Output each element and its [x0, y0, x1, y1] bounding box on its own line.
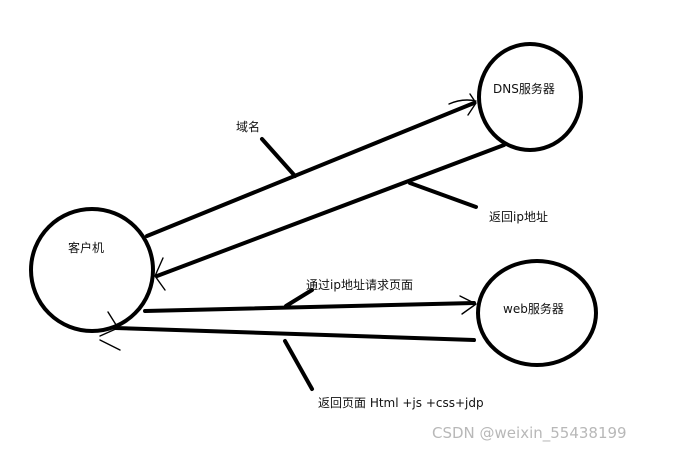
return-page-label-leader [283, 339, 314, 391]
web-server-node [476, 259, 598, 367]
return-ip-label-leader [408, 181, 478, 209]
dns-server-node [477, 42, 583, 152]
return-ip-label: 返回ip地址 [489, 210, 548, 224]
request-page-arrowhead [459, 295, 477, 315]
return-ip-line [155, 143, 506, 278]
return-page-arrowhead [99, 311, 121, 351]
return-page-label: 返回页面 Html +js +css+jdp [318, 396, 484, 410]
dns-server-label: DNS服务器 [493, 81, 555, 96]
domain-query-arrowhead [448, 93, 477, 116]
return-ip-arrowhead [154, 257, 166, 291]
request-page-label: 通过ip地址请求页面 [306, 278, 413, 292]
request-page-label-leader [284, 288, 314, 308]
domain-label: 域名 [236, 119, 260, 134]
return-page-line [113, 326, 476, 342]
watermark: CSDN @weixin_55438199 [432, 424, 627, 443]
client-label: 客户机 [68, 240, 104, 255]
domain-query-line [145, 101, 476, 238]
web-server-label: web服务器 [503, 301, 564, 316]
request-page-line [143, 301, 476, 313]
domain-label-leader [260, 137, 297, 178]
client-node [29, 207, 155, 333]
